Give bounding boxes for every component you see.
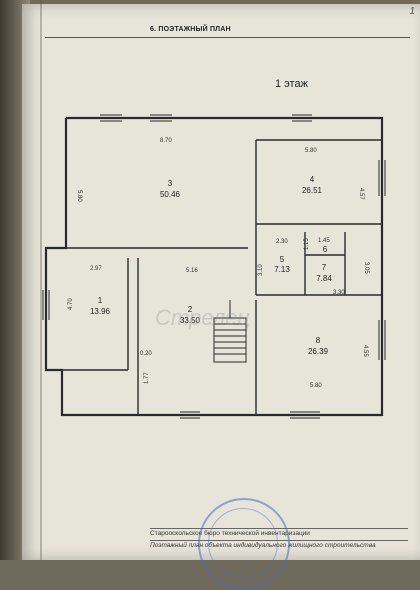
floor-plan-drawing: 8.70 5.80 5.80 4.57 2.97 4.70 5.16 2.30 … [42, 114, 386, 419]
room-4-number: 4 [310, 175, 315, 184]
staircase [213, 300, 247, 363]
section-title: 6. ПОЭТАЖНЫЙ ПЛАН [150, 26, 231, 33]
sheet-fold [40, 0, 42, 560]
dim-room4-top: 5.80 [305, 148, 317, 154]
floor-label: 1 этаж [275, 78, 308, 90]
room-4-area: 26.51 [302, 186, 323, 195]
room-3-area: 50.46 [160, 190, 181, 199]
dim-room6-top: 1.45 [318, 238, 330, 244]
windows [42, 114, 386, 419]
dim-top-wall: 8.70 [160, 138, 172, 144]
dim-room3-left: 5.80 [76, 190, 82, 202]
room-6-number: 6 [323, 245, 328, 254]
dim-room5-top: 2.30 [276, 239, 288, 245]
room-7-area: 7.84 [316, 274, 332, 283]
dim-small-177: 1.77 [144, 372, 150, 384]
room-1-area: 13.96 [90, 307, 111, 316]
room-2-number: 2 [188, 305, 193, 314]
stamp-seal [198, 498, 290, 590]
dim-room7-bottom: 3.30 [333, 290, 345, 296]
room-1-number: 1 [98, 296, 103, 305]
title-rule [45, 37, 410, 38]
dim-room5-left: 3.10 [258, 264, 264, 276]
interior-walls [62, 139, 382, 415]
dim-room8-right: 4.55 [362, 345, 368, 357]
dim-room2-top: 5.16 [186, 268, 198, 274]
room-5-number: 5 [280, 255, 285, 264]
watermark-text: Стрелец [155, 305, 250, 330]
room-7-number: 7 [322, 263, 327, 272]
dim-room7-right: 3.05 [363, 262, 369, 274]
room-8-number: 8 [316, 336, 321, 345]
page-corner-mark: 1 [409, 6, 415, 17]
dim-small-020: 0.20 [140, 351, 152, 357]
dim-room4-right: 4.57 [358, 188, 364, 200]
dim-room1-left: 4.70 [68, 298, 74, 310]
dim-room1-top: 2.97 [90, 266, 102, 272]
room-5-area: 7.13 [274, 265, 290, 274]
room-3-number: 3 [168, 179, 173, 188]
room-2-area: 33.50 [180, 316, 201, 325]
dim-room5-right: 1.15 [304, 238, 310, 250]
dim-room8-bottom: 5.80 [310, 383, 322, 389]
room-8-area: 26.39 [308, 347, 329, 356]
document-sheet [22, 4, 420, 560]
